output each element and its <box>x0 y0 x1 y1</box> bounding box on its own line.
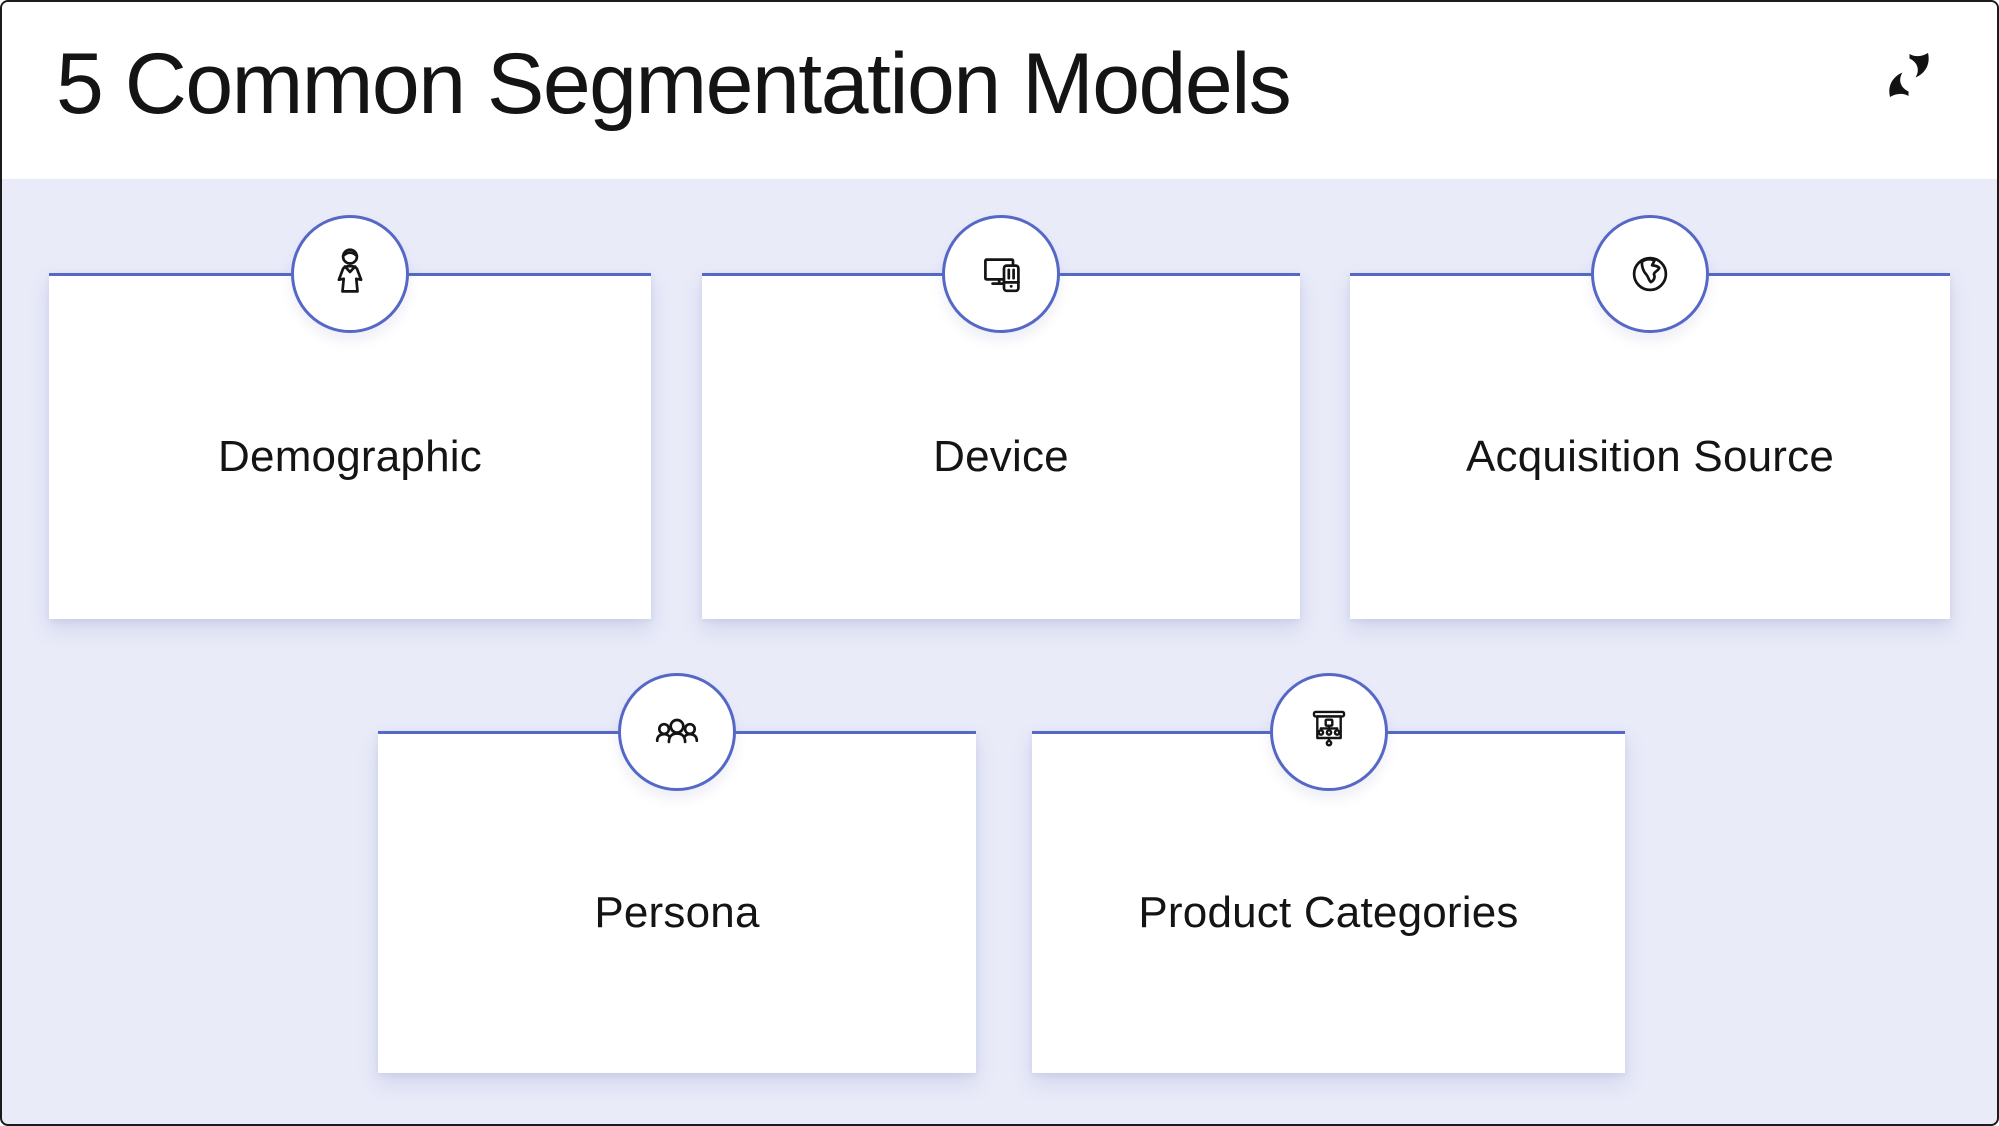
card-label: Device <box>933 431 1069 481</box>
card-acquisition-source: Acquisition Source <box>1350 215 1950 619</box>
card-label: Acquisition Source <box>1465 431 1835 481</box>
people-group-icon <box>618 673 736 791</box>
card-label: Persona <box>594 887 760 937</box>
person-icon <box>291 215 409 333</box>
header: 5 Common Segmentation Models <box>2 2 1997 179</box>
globe-icon <box>1591 215 1709 333</box>
card-label: Demographic <box>218 431 482 481</box>
card-device: Device <box>702 215 1300 619</box>
card-demographic: Demographic <box>49 215 651 619</box>
devices-icon <box>942 215 1060 333</box>
card-label: Product Categories <box>1138 887 1519 937</box>
page-title: 5 Common Segmentation Models <box>56 36 1292 132</box>
card-product-categories: Product Categories <box>1032 673 1625 1073</box>
card-persona: Persona <box>378 673 976 1073</box>
presentation-chart-icon <box>1269 673 1388 791</box>
brand-swirl-logo-icon <box>1880 50 1938 100</box>
